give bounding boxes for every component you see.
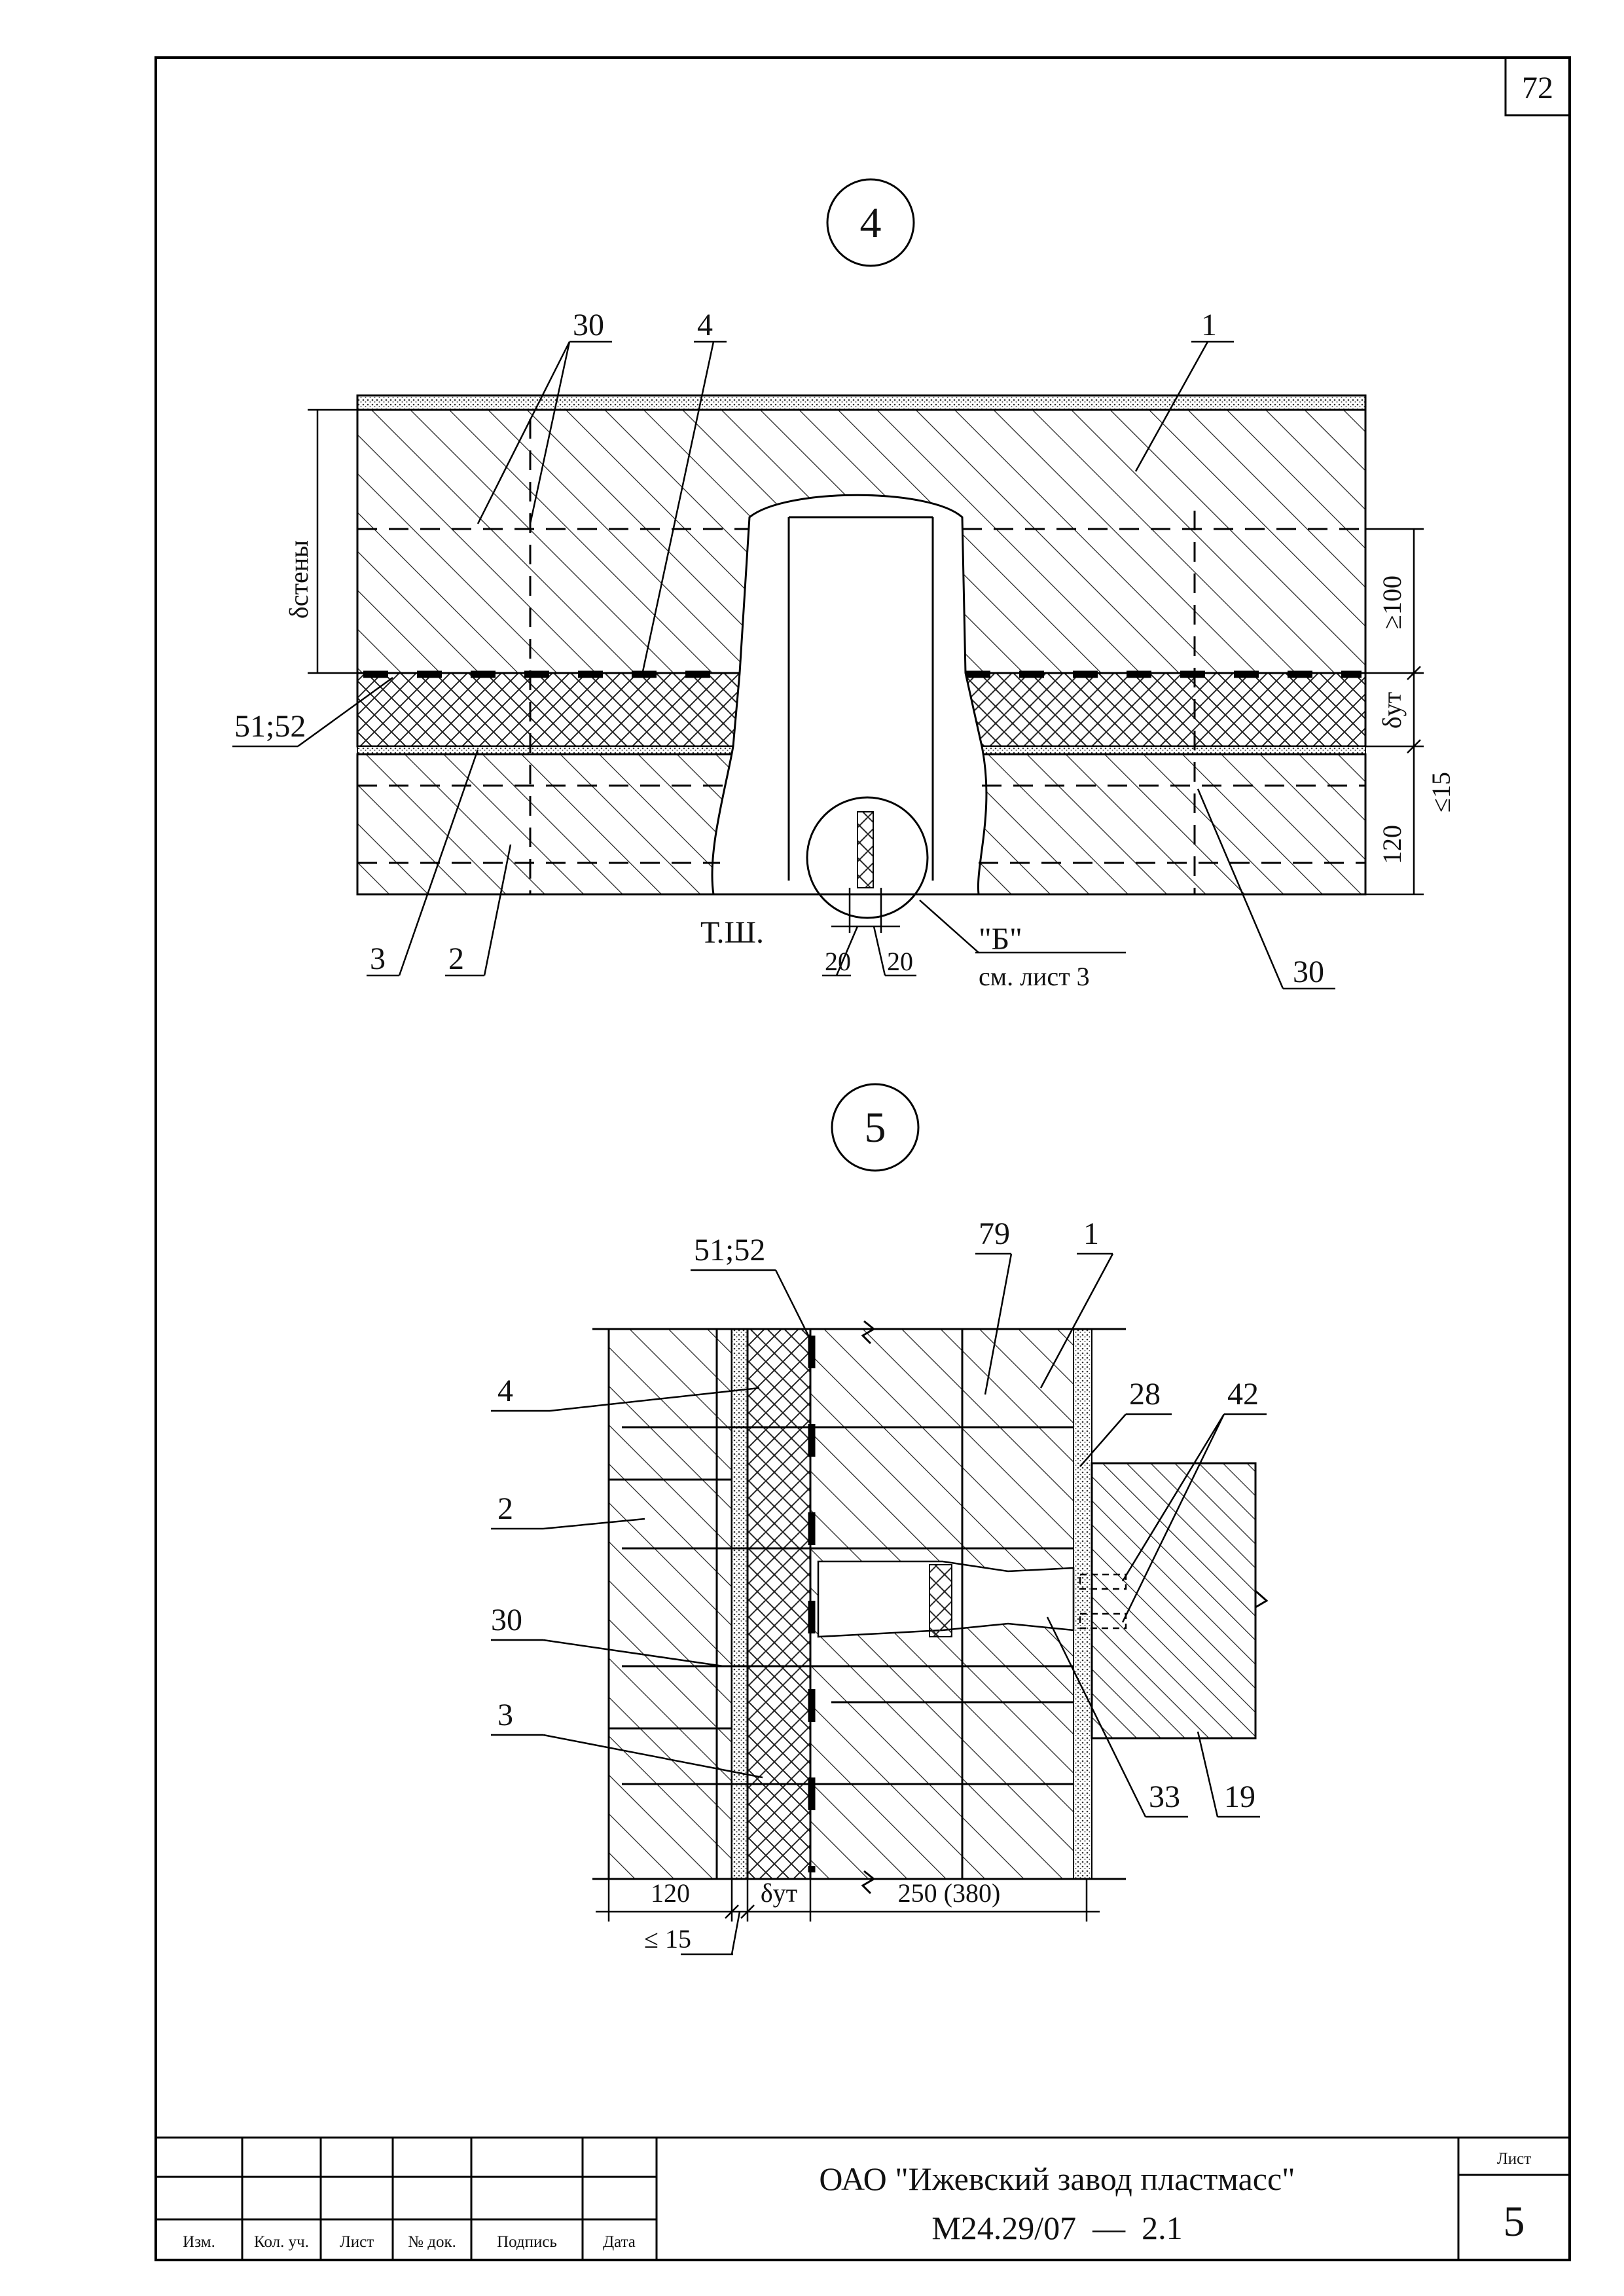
label-28: 28 [1129, 1377, 1161, 1412]
dim-20-left: 20 [825, 947, 851, 976]
page-number: 72 [1522, 71, 1553, 105]
label-1: 1 [1083, 1216, 1099, 1251]
dim-insulation: δут [761, 1878, 797, 1908]
label-30: 30 [491, 1603, 522, 1637]
thermal-seam [857, 811, 874, 888]
label-2: 2 [448, 941, 464, 976]
tb-document-code: М24.29/07 — 2.1 [931, 2210, 1182, 2246]
node-5-number: 5 [865, 1104, 886, 1152]
dimensions-bottom [596, 1879, 1100, 1956]
node-4-callout [826, 178, 915, 267]
sheet-frame [154, 56, 1571, 2261]
page-number-box [1504, 56, 1571, 117]
node-4-number: 4 [860, 199, 882, 247]
dowels [1079, 1573, 1127, 1630]
label-33: 33 [1149, 1779, 1180, 1814]
label-2: 2 [497, 1491, 513, 1526]
dimensions-right [308, 409, 1424, 896]
detail-b-sheet: см. лист 3 [979, 962, 1090, 991]
node-4: 4 [232, 178, 1456, 991]
dim-120: 120 [651, 1878, 690, 1908]
label-4: 4 [697, 308, 713, 342]
dim-120: 120 [1377, 825, 1407, 864]
dim-100: ≥100 [1377, 575, 1407, 629]
tb-sheet-label: Лист [1497, 2150, 1531, 2168]
title-block [156, 2136, 1570, 2260]
label-3: 3 [370, 941, 386, 976]
anchor-plate [929, 1564, 952, 1637]
detail-b-circle [806, 796, 929, 919]
tb-header-kol: Кол. уч. [254, 2233, 309, 2251]
render-layer [356, 394, 1367, 411]
label-19: 19 [1224, 1779, 1255, 1814]
dim-15: ≤ 15 [644, 1924, 691, 1954]
insulation-layer [746, 1328, 812, 1880]
tb-header-date: Дата [603, 2233, 636, 2251]
label-4: 4 [497, 1374, 513, 1408]
label-42: 42 [1227, 1377, 1259, 1412]
leaders-node-4 [232, 340, 1335, 990]
dim-insulation: δут [1377, 692, 1407, 729]
tb-header-list: Лист [340, 2233, 374, 2251]
floor-slab [1091, 1462, 1257, 1740]
label-51-52: 51;52 [234, 709, 306, 744]
tb-header-izm: Изм. [183, 2233, 215, 2251]
dim-20-right: 20 [887, 947, 913, 976]
dim-250: 250 (380) [898, 1878, 1001, 1908]
leaders-node-5 [491, 1252, 1267, 1818]
node-5-callout [831, 1083, 920, 1172]
label-51-52: 51;52 [694, 1233, 765, 1267]
dim-wall-thickness: δстены [284, 540, 314, 619]
label-1: 1 [1201, 308, 1217, 342]
column-opening [711, 494, 988, 896]
label-3: 3 [497, 1698, 513, 1732]
facing-wall [607, 1328, 733, 1880]
label-79: 79 [979, 1216, 1010, 1251]
label-30-top: 30 [573, 308, 604, 342]
detail-b-ref: "Б" [979, 922, 1022, 957]
tb-header-sign: Подпись [497, 2233, 557, 2251]
node-5: 5 [491, 1083, 1269, 1956]
tb-organization: ОАО "Ижевский завод пластмасс" [819, 2160, 1295, 2197]
tsh-label: Т.Ш. [700, 915, 764, 950]
tb-header-doc: № док. [408, 2233, 456, 2251]
label-30-bottom: 30 [1293, 955, 1324, 989]
dim-15: ≤15 [1426, 772, 1456, 812]
reinforcement-mesh [609, 1329, 1074, 1879]
tb-sheet-number: 5 [1504, 2198, 1525, 2246]
plaster-layer [1073, 1328, 1092, 1880]
reinforcement-mesh [357, 419, 1365, 894]
